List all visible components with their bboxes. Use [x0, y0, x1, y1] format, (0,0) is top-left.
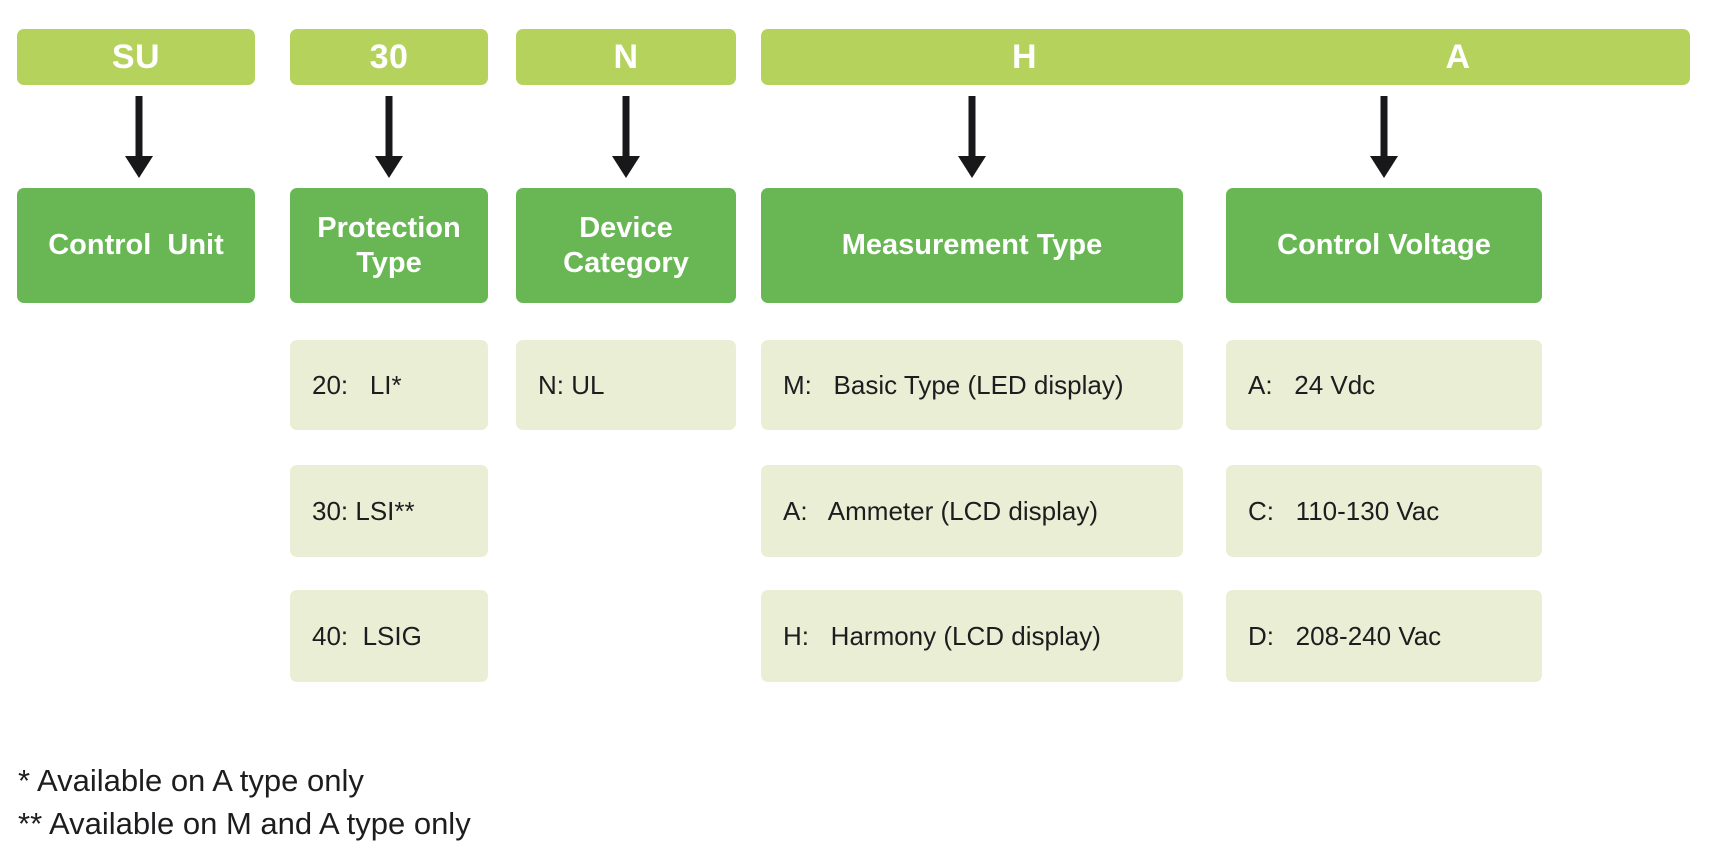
- category-box-protection-type-label: Protection Type: [317, 211, 460, 279]
- arrow-head: [612, 156, 640, 178]
- option-box-device-n[interactable]: N: UL: [516, 340, 736, 430]
- arrow-a: [1366, 96, 1402, 178]
- option-label: H: Harmony (LCD display): [783, 620, 1101, 651]
- code-box-n[interactable]: N: [516, 29, 736, 85]
- category-box-control-unit-label: Control Unit: [48, 229, 224, 262]
- option-box-measurement-m[interactable]: M: Basic Type (LED display): [761, 340, 1183, 430]
- category-box-measurement-type-label: Measurement Type: [841, 229, 1103, 262]
- category-box-control-unit[interactable]: Control Unit: [17, 188, 255, 303]
- category-line-2: Type: [356, 246, 422, 279]
- footnotes: * Available on A type only ** Available …: [18, 760, 471, 846]
- category-box-control-voltage[interactable]: Control Voltage: [1226, 188, 1542, 303]
- arrow-shaft: [968, 96, 976, 158]
- arrow-su: [121, 96, 157, 178]
- code-box-su[interactable]: SU: [17, 29, 255, 85]
- footnote-single-asterisk: * Available on A type only: [18, 763, 364, 798]
- option-label: 30: LSI**: [312, 495, 415, 526]
- option-box-protection-30[interactable]: 30: LSI**: [290, 465, 488, 557]
- category-line-1: Device: [579, 212, 673, 245]
- arrow-shaft: [385, 96, 393, 158]
- option-label: C: 110-130 Vac: [1248, 495, 1440, 526]
- option-box-voltage-c[interactable]: C: 110-130 Vac: [1226, 465, 1542, 557]
- code-box-h-label: H: [1011, 37, 1038, 76]
- code-box-h[interactable]: H: [761, 29, 1288, 85]
- category-box-protection-type[interactable]: Protection Type: [290, 188, 488, 303]
- arrow-30: [371, 96, 407, 178]
- option-box-measurement-a[interactable]: A: Ammeter (LCD display): [761, 465, 1183, 557]
- option-label: 40: LSIG: [312, 620, 422, 651]
- arrow-shaft: [135, 96, 143, 158]
- option-label: A: 24 Vdc: [1248, 369, 1376, 400]
- code-box-30[interactable]: 30: [290, 29, 488, 85]
- category-box-device-category[interactable]: Device Category: [516, 188, 736, 303]
- arrow-head: [125, 156, 153, 178]
- code-box-a[interactable]: A: [1226, 29, 1690, 85]
- arrow-h: [954, 96, 990, 178]
- footnote-double-asterisk: ** Available on M and A type only: [18, 805, 471, 841]
- code-box-su-label: SU: [111, 37, 161, 76]
- code-box-n-label: N: [613, 37, 639, 76]
- arrow-head: [1370, 156, 1398, 178]
- option-label: A: Ammeter (LCD display): [783, 495, 1098, 526]
- code-box-a-label: A: [1445, 37, 1471, 76]
- option-box-protection-40[interactable]: 40: LSIG: [290, 590, 488, 682]
- option-label: M: Basic Type (LED display): [783, 369, 1124, 400]
- category-box-measurement-type[interactable]: Measurement Type: [761, 188, 1183, 303]
- option-box-voltage-d[interactable]: D: 208-240 Vac: [1226, 590, 1542, 682]
- option-label: D: 208-240 Vac: [1248, 620, 1442, 651]
- arrow-head: [375, 156, 403, 178]
- category-box-device-category-label: Device Category: [563, 211, 689, 279]
- arrow-shaft: [622, 96, 630, 158]
- category-box-control-voltage-label: Control Voltage: [1277, 229, 1491, 262]
- option-label: N: UL: [538, 369, 605, 400]
- code-box-30-label: 30: [369, 37, 409, 76]
- category-line-2: Category: [563, 246, 689, 279]
- option-label: 20: LI*: [312, 369, 402, 400]
- arrow-n: [608, 96, 644, 178]
- arrow-shaft: [1380, 96, 1388, 158]
- option-box-voltage-a[interactable]: A: 24 Vdc: [1226, 340, 1542, 430]
- category-line-1: Protection: [317, 212, 461, 245]
- arrow-head: [958, 156, 986, 178]
- option-box-measurement-h[interactable]: H: Harmony (LCD display): [761, 590, 1183, 682]
- option-box-protection-20[interactable]: 20: LI*: [290, 340, 488, 430]
